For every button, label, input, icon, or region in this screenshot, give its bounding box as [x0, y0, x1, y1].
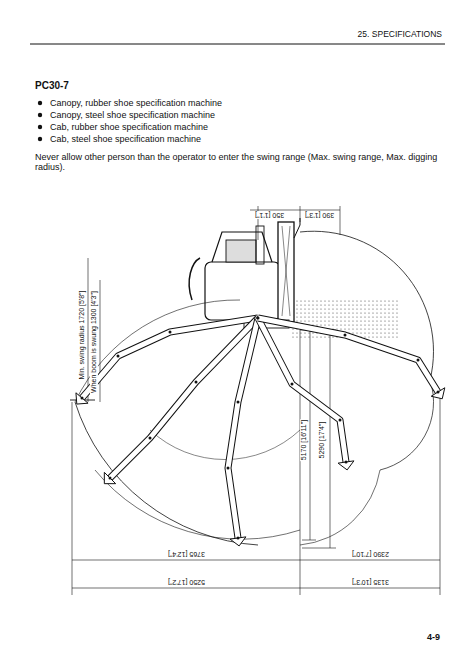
arm-poses — [76, 317, 445, 546]
spec-bullet: Canopy, rubber shoe specification machin… — [50, 98, 222, 108]
arm-fill — [258, 318, 438, 392]
arm-outline — [82, 318, 258, 398]
dimension: 350 [1'1"] — [254, 211, 285, 219]
pin — [291, 383, 294, 386]
dimension: Min. swing radius 1720 [5'8"] — [78, 289, 86, 380]
header-rule — [30, 44, 445, 45]
model-title: PC30-7 — [35, 80, 69, 92]
arm-fill — [228, 318, 258, 538]
pin — [81, 397, 84, 400]
dimension: 2390 [7'10"] — [351, 550, 390, 558]
pin — [149, 437, 152, 440]
pin — [117, 355, 120, 358]
pin — [417, 359, 420, 362]
pin — [344, 334, 347, 337]
pin — [227, 467, 230, 470]
arm-fill — [82, 318, 258, 398]
safety-note: Never allow other person than the operat… — [35, 152, 440, 173]
pin — [257, 317, 260, 320]
spec-bullet: Cab, steel shoe specification machine — [50, 134, 201, 144]
dimension: 3765 [12'4"] — [167, 550, 206, 558]
pin — [109, 477, 112, 480]
dimension: When boom is swung 1300 [4'3"] — [90, 290, 98, 394]
bucket — [230, 537, 246, 546]
arm-outline — [228, 318, 258, 538]
page-number: 4-9 — [427, 632, 440, 642]
pin — [257, 317, 260, 320]
bullets — [38, 101, 42, 141]
machine-drawing — [70, 218, 434, 545]
arm-outline — [258, 318, 346, 462]
bucket — [338, 461, 354, 470]
section-header: 25. SPECIFICATIONS — [358, 30, 442, 40]
dimension: 5290 [17'4"] — [318, 421, 326, 460]
arm-fill — [258, 318, 346, 462]
bucket — [104, 472, 115, 483]
pin — [257, 317, 260, 320]
bucket — [431, 388, 445, 399]
pin — [257, 317, 260, 320]
pin — [257, 317, 260, 320]
dimension: 5170 [16'11"] — [300, 419, 308, 461]
dimension-lines — [72, 206, 440, 595]
pin — [437, 391, 440, 394]
spec-bullet: Cab, rubber shoe specification machine — [50, 122, 208, 132]
pin — [237, 537, 240, 540]
pin — [195, 381, 198, 384]
bucket — [76, 393, 88, 404]
pin — [237, 401, 240, 404]
arm-outline — [258, 318, 438, 392]
spec-bullet: Canopy, steel shoe specification machine — [50, 110, 215, 120]
pin — [345, 461, 348, 464]
pin — [339, 419, 342, 422]
dimension: 390 [1'3"] — [304, 211, 335, 219]
dimension: 3135 [10'3"] — [351, 578, 390, 586]
pin — [169, 331, 172, 334]
dimension: 5250 [17'2"] — [167, 578, 206, 586]
